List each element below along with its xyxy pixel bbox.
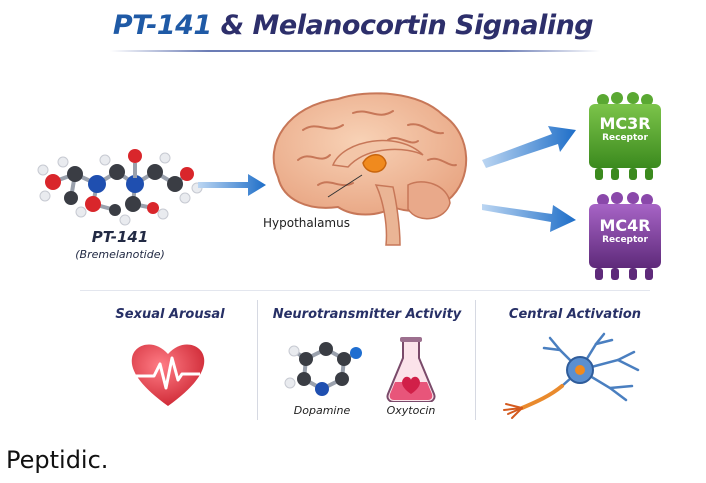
mc4r-label-block: MC4R Receptor [589, 216, 661, 245]
title-part-2: & Melanocortin Signaling [220, 10, 594, 41]
diagram-title: PT-141 & Melanocortin Signaling [0, 10, 706, 41]
molecule-subtitle: (Bremelanotide) [75, 248, 165, 261]
title-divider [110, 50, 600, 52]
oxytocin-flask-icon [386, 337, 436, 402]
footer-caption: Peptidic. [6, 446, 109, 474]
mc3r-sub: Receptor [602, 133, 648, 143]
section-divider [80, 290, 650, 291]
arrow-to-mc3r-icon [482, 126, 576, 168]
neuron-icon [503, 332, 640, 419]
heart-pulse-icon [131, 344, 205, 406]
section-sexual-arousal-title: Sexual Arousal [115, 307, 225, 322]
mc3r-label-block: MC3R Receptor [589, 114, 661, 143]
section-neurotransmitter-title: Neurotransmitter Activity [272, 307, 462, 322]
mc4r-name: MC4R [599, 216, 651, 235]
dopamine-molecule-icon [284, 342, 362, 396]
molecule-model-icon [37, 149, 203, 226]
oxytocin-label: Oxytocin [386, 404, 436, 417]
mc4r-sub: Receptor [602, 235, 648, 245]
title-part-1: PT-141 [112, 10, 212, 41]
vertical-divider-2 [475, 300, 476, 420]
dopamine-label: Dopamine [293, 404, 351, 417]
mc3r-receptor-icon [589, 92, 661, 180]
section-central-activation-title: Central Activation [508, 307, 642, 322]
vertical-divider-1 [257, 300, 258, 420]
arrow-right-icon [198, 174, 266, 196]
brain-illustration-icon [272, 92, 468, 246]
hypothalamus-label: Hypothalamus [263, 216, 350, 230]
molecule-name: PT-141 [91, 228, 149, 246]
arrow-to-mc4r-icon [482, 204, 576, 232]
mc4r-receptor-icon [589, 192, 661, 280]
mc3r-name: MC3R [599, 114, 651, 133]
